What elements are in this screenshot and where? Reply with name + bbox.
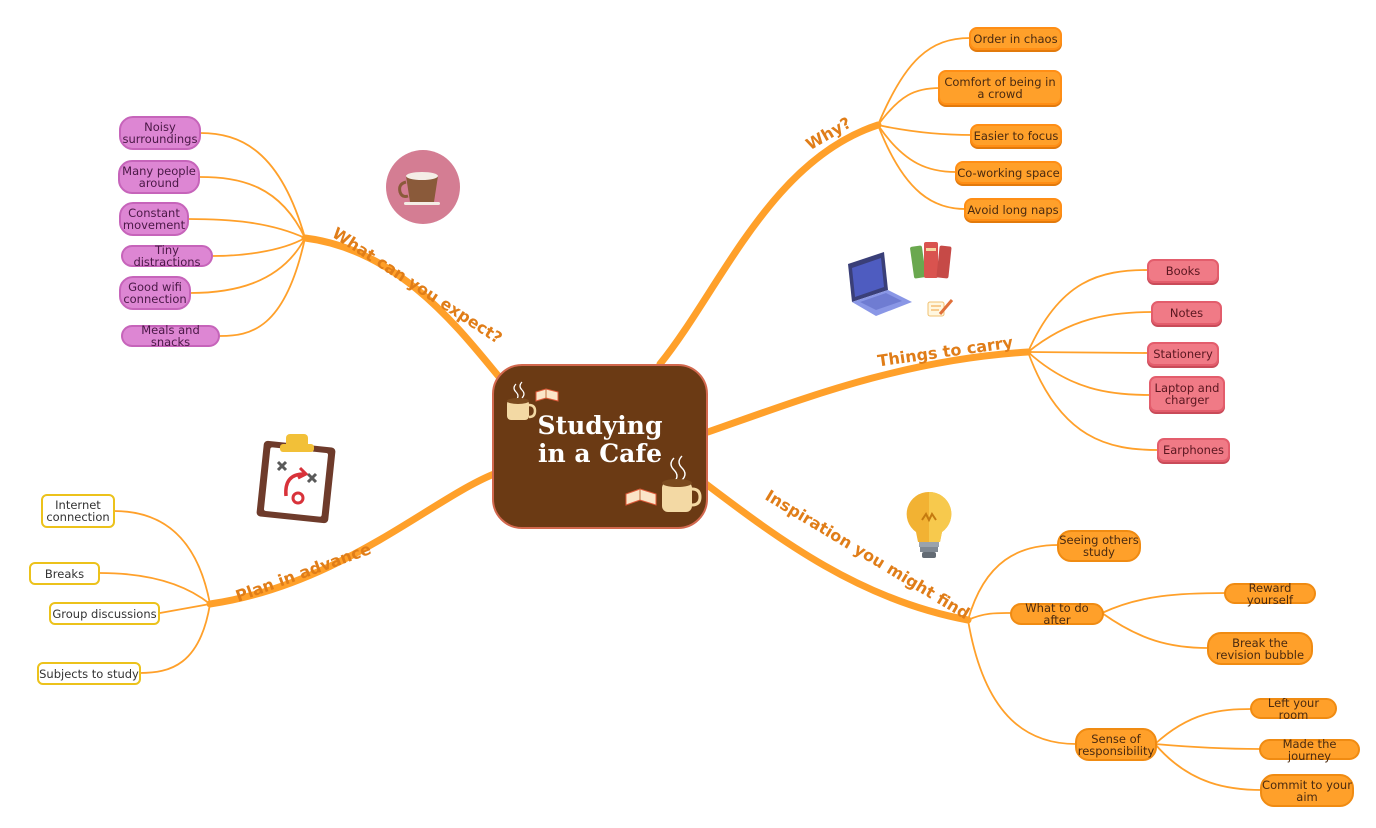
plan-node-breaks[interactable]: Breaks: [29, 562, 100, 585]
coffee-cup-icon: [386, 150, 460, 224]
expect-node-meals[interactable]: Meals and snacks: [121, 324, 220, 348]
inspiration-node-seeing-others[interactable]: Seeing others study: [1057, 530, 1141, 562]
coffee-mug-icon: [507, 381, 537, 420]
why-node-avoid-naps[interactable]: Avoid long naps: [964, 198, 1062, 221]
lightbulb-icon: [906, 491, 952, 558]
things-node-notes[interactable]: Notes: [1151, 301, 1222, 325]
plan-node-subjects[interactable]: Subjects to study: [37, 662, 141, 685]
expect-node-constant-movement[interactable]: Constant movement: [119, 202, 189, 236]
branch-line-things: [704, 348, 1032, 436]
expect-node-noisy[interactable]: Noisy surroundings: [119, 116, 201, 150]
plan-node-group-discussions[interactable]: Group discussions: [49, 602, 160, 625]
central-topic[interactable]: Studying in a Cafe: [492, 364, 708, 529]
things-node-earphones[interactable]: Earphones: [1157, 438, 1230, 462]
inspiration-node-journey[interactable]: Made the journey: [1259, 738, 1360, 762]
central-title-line2: in a Cafe: [537, 439, 663, 468]
things-node-stationery[interactable]: Stationery: [1147, 342, 1219, 366]
branch-line-why: [656, 121, 882, 368]
inspiration-node-reward[interactable]: Reward yourself: [1224, 582, 1316, 606]
inspiration-node-commit[interactable]: Commit to your aim: [1260, 774, 1354, 807]
central-title: Studying in a Cafe: [494, 412, 706, 468]
central-title-line1: Studying: [537, 411, 663, 440]
why-node-easier-focus[interactable]: Easier to focus: [970, 124, 1062, 147]
things-node-books[interactable]: Books: [1147, 259, 1219, 283]
clipboard-strategy-icon: [256, 434, 336, 524]
open-book-small-icon: [625, 488, 657, 506]
branch-line-plan: [206, 470, 498, 608]
books-icon: [910, 242, 952, 279]
why-node-comfort-crowd[interactable]: Comfort of being in a crowd: [938, 70, 1062, 105]
inspiration-node-what-after[interactable]: What to do after: [1010, 602, 1104, 626]
expect-node-tiny-distractions[interactable]: Tiny distractions: [121, 244, 213, 268]
notepad-pencil-icon: [927, 299, 954, 317]
laptop-icon: [848, 252, 912, 316]
branch-line-inspiration: [702, 480, 972, 624]
branch-line-expect: [301, 234, 504, 382]
coffee-cup-large-icon: [662, 455, 702, 512]
expect-node-good-wifi[interactable]: Good wifi connection: [119, 276, 191, 310]
inspiration-node-left-room[interactable]: Left your room: [1250, 697, 1337, 721]
open-book-icon: [535, 388, 559, 402]
inspiration-node-sense[interactable]: Sense of responsibility: [1075, 728, 1157, 761]
expect-node-many-people[interactable]: Many people around: [118, 160, 200, 194]
why-node-coworking[interactable]: Co-working space: [955, 161, 1062, 184]
plan-node-internet[interactable]: Internet connection: [41, 494, 115, 528]
why-node-order-in-chaos[interactable]: Order in chaos: [969, 27, 1062, 50]
things-node-laptop[interactable]: Laptop and charger: [1149, 376, 1225, 412]
inspiration-node-break-bubble[interactable]: Break the revision bubble: [1207, 632, 1313, 665]
